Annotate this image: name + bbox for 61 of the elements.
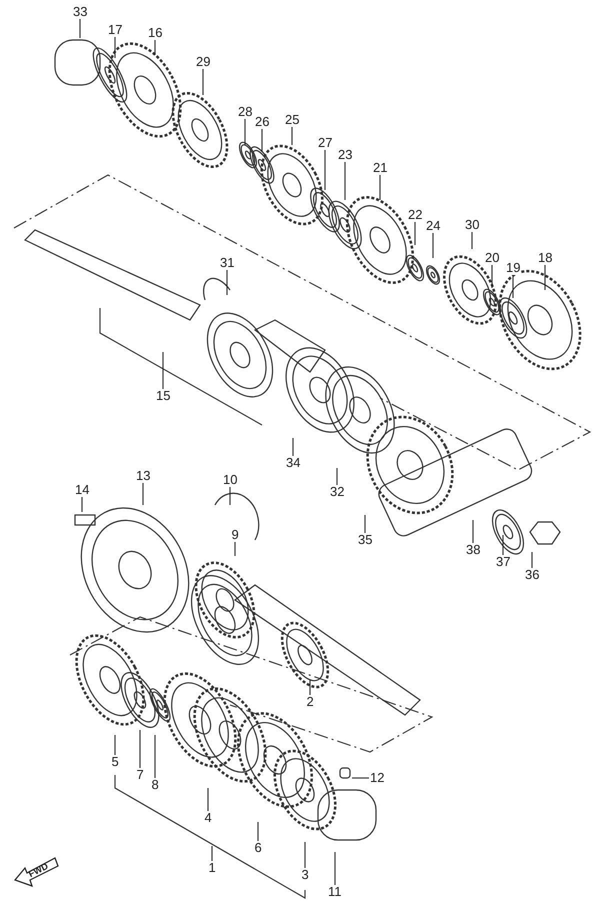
callout-number: 15 xyxy=(155,389,172,403)
leader-line xyxy=(344,162,346,200)
callout-number: 28 xyxy=(237,105,254,119)
callout-number: 25 xyxy=(284,113,300,127)
leader-line xyxy=(414,222,416,246)
callout-number: 35 xyxy=(357,533,374,547)
callout-number: 10 xyxy=(222,473,238,487)
callout-number: 24 xyxy=(425,219,442,233)
leader-line xyxy=(324,150,326,190)
leader-line xyxy=(472,520,474,544)
callout-number: 12 xyxy=(369,771,386,785)
callout-number: 8 xyxy=(150,778,160,792)
callout-number: 31 xyxy=(219,256,236,270)
leader-line xyxy=(544,264,546,290)
leader-line xyxy=(114,36,116,58)
leader-line xyxy=(304,842,306,868)
callout-number: 21 xyxy=(372,161,388,175)
callout-number: 26 xyxy=(254,115,270,129)
leader-line xyxy=(502,534,504,556)
leader-line xyxy=(334,852,336,886)
callout-number: 9 xyxy=(230,528,240,542)
callout-number: 32 xyxy=(329,485,346,499)
leader-line xyxy=(336,468,338,486)
callout-number: 2 xyxy=(306,695,315,709)
callout-number: 1 xyxy=(208,861,217,875)
callout-number: 11 xyxy=(327,885,342,899)
callout-number: 3 xyxy=(300,868,310,882)
leader-line xyxy=(364,514,366,534)
leader-line xyxy=(114,734,116,756)
callout-number: 23 xyxy=(337,148,354,162)
callout-number: 20 xyxy=(484,251,500,265)
leader-line xyxy=(154,40,156,56)
leader-line xyxy=(142,482,144,506)
callout-number: 4 xyxy=(204,811,213,825)
leader-line xyxy=(292,438,294,456)
callout-number: 36 xyxy=(524,568,540,582)
callout-number: 29 xyxy=(195,55,212,69)
callout-number: 6 xyxy=(254,841,263,855)
callout-number: 38 xyxy=(465,543,482,557)
callout-number: 14 xyxy=(74,483,90,497)
callout-number: 5 xyxy=(110,755,120,769)
leader-line xyxy=(432,232,434,258)
leader-line xyxy=(244,118,246,146)
leader-line xyxy=(202,68,204,96)
callout-number: 34 xyxy=(285,456,302,470)
callout-number: 7 xyxy=(136,768,145,782)
leader-line xyxy=(234,542,236,556)
callout-number: 19 xyxy=(505,261,522,275)
callout-number: 18 xyxy=(537,251,554,265)
leader-line xyxy=(512,274,514,298)
leader-line xyxy=(162,352,164,390)
callout-number: 13 xyxy=(135,469,152,483)
callout-number: 33 xyxy=(72,5,88,19)
callout-number: 17 xyxy=(107,23,124,37)
callout-number: 16 xyxy=(147,26,164,40)
leader-line xyxy=(154,734,156,778)
callout-number: 22 xyxy=(407,208,424,222)
callout-number: 37 xyxy=(495,555,512,569)
callout-number: 27 xyxy=(317,136,334,150)
callout-number: 30 xyxy=(464,218,480,232)
leader-line xyxy=(226,270,228,296)
